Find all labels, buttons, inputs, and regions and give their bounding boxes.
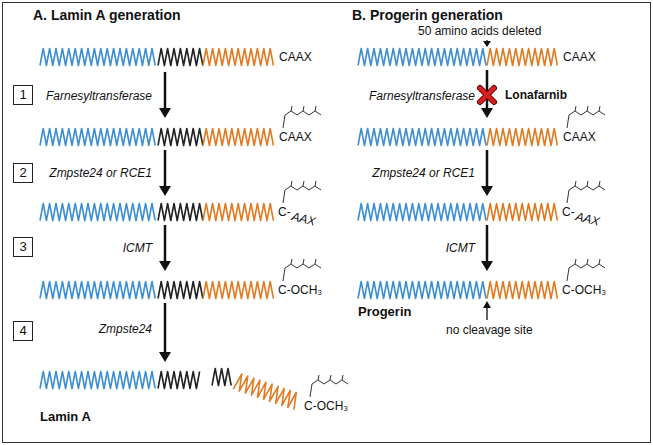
arrow-head: [481, 108, 493, 118]
motif-label: CAAX: [279, 50, 312, 64]
arrow-head: [481, 261, 493, 271]
protein-coil: [40, 204, 155, 221]
protein-coil: [487, 49, 557, 66]
motif-label: CAAX: [563, 50, 596, 64]
protein-coil: [203, 282, 273, 299]
protein-coil: [158, 204, 203, 221]
cleavage-note: no cleavage site: [446, 323, 533, 337]
step-arrow: [164, 150, 167, 188]
protein-coil: [158, 372, 200, 389]
step-number-box: 1: [13, 85, 33, 105]
step-number-box: 3: [13, 237, 33, 257]
enzyme-label: ICMT: [446, 241, 475, 255]
enzyme-label: ICMT: [123, 241, 152, 255]
protein-coil: [40, 49, 155, 66]
inhibition-mark: [480, 88, 494, 102]
step-number-box: 2: [13, 163, 33, 183]
motif-label: C-OCH₃: [562, 283, 606, 297]
protein-coil: [487, 282, 557, 299]
farnesyl-group: [567, 106, 605, 128]
enzyme-label: Zmpste24: [99, 322, 152, 336]
enzyme-label: Zmpste24 or RCE1: [49, 166, 152, 180]
arrow-head: [483, 301, 491, 308]
motif-label: CAAX: [563, 130, 596, 144]
step-arrow: [486, 150, 489, 188]
arrow-head: [481, 186, 493, 196]
motif-label: CAAX: [279, 130, 312, 144]
protein-coil: [158, 129, 203, 146]
motif-label: C-: [278, 205, 291, 219]
farnesyl-group: [567, 259, 605, 281]
protein-coil: [203, 49, 273, 66]
pointer-arrow: [486, 307, 487, 320]
step-arrow: [164, 72, 167, 110]
step-number: 1: [19, 88, 26, 102]
product-label: Progerin: [358, 305, 411, 319]
arrow-head: [159, 261, 171, 271]
inhibition-mark: [480, 88, 494, 102]
cleaved-motif: AAX: [574, 209, 601, 228]
panel-title: A. Lamin A generation: [33, 8, 181, 22]
protein-coil: [40, 282, 155, 299]
protein-coil: [358, 282, 486, 299]
protein-coil: [358, 129, 486, 146]
farnesyl-group: [283, 106, 321, 128]
step-number: 2: [19, 166, 26, 180]
step-arrow: [164, 303, 167, 354]
protein-coil: [487, 204, 557, 221]
step-number: 3: [19, 240, 26, 254]
protein-coil: [487, 129, 557, 146]
step-number-box: 4: [13, 321, 33, 341]
enzyme-label: Farnesyltransferase: [46, 89, 152, 103]
protein-coil: [358, 49, 486, 66]
protein-coil: [233, 374, 296, 410]
arrow-head: [483, 41, 491, 47]
protein-coil: [212, 369, 231, 386]
farnesyl-group: [567, 181, 605, 203]
arrow-head: [159, 352, 171, 362]
farnesyl-group: [283, 259, 321, 281]
motif-label: C-: [562, 205, 575, 219]
protein-coil: [40, 372, 155, 389]
protein-coil: [203, 204, 273, 221]
motif-label: C-OCH₃: [304, 399, 348, 413]
protein-coil: [158, 282, 203, 299]
arrow-head: [159, 186, 171, 196]
step-arrow: [164, 225, 167, 263]
protein-coil: [203, 129, 273, 146]
farnesyl-group: [310, 375, 348, 397]
product-label: Lamin A: [40, 410, 91, 424]
panel-title: B. Progerin generation: [352, 8, 503, 22]
arrow-head: [159, 108, 171, 118]
step-number: 4: [19, 324, 26, 338]
protein-coil: [158, 49, 203, 66]
figure-border: [3, 3, 651, 443]
step-arrow: [486, 225, 489, 263]
drug-label: Lonafarnib: [505, 88, 567, 102]
cleaved-motif: AAX: [290, 209, 317, 228]
farnesyl-group: [283, 181, 321, 203]
enzyme-label: Zmpste24 or RCE1: [372, 166, 475, 180]
protein-coil: [40, 129, 155, 146]
deletion-note: 50 amino acids deleted: [418, 24, 541, 38]
motif-label: C-OCH₃: [278, 283, 322, 297]
protein-coil: [358, 204, 486, 221]
enzyme-label: Farnesyltransferase: [369, 89, 475, 103]
